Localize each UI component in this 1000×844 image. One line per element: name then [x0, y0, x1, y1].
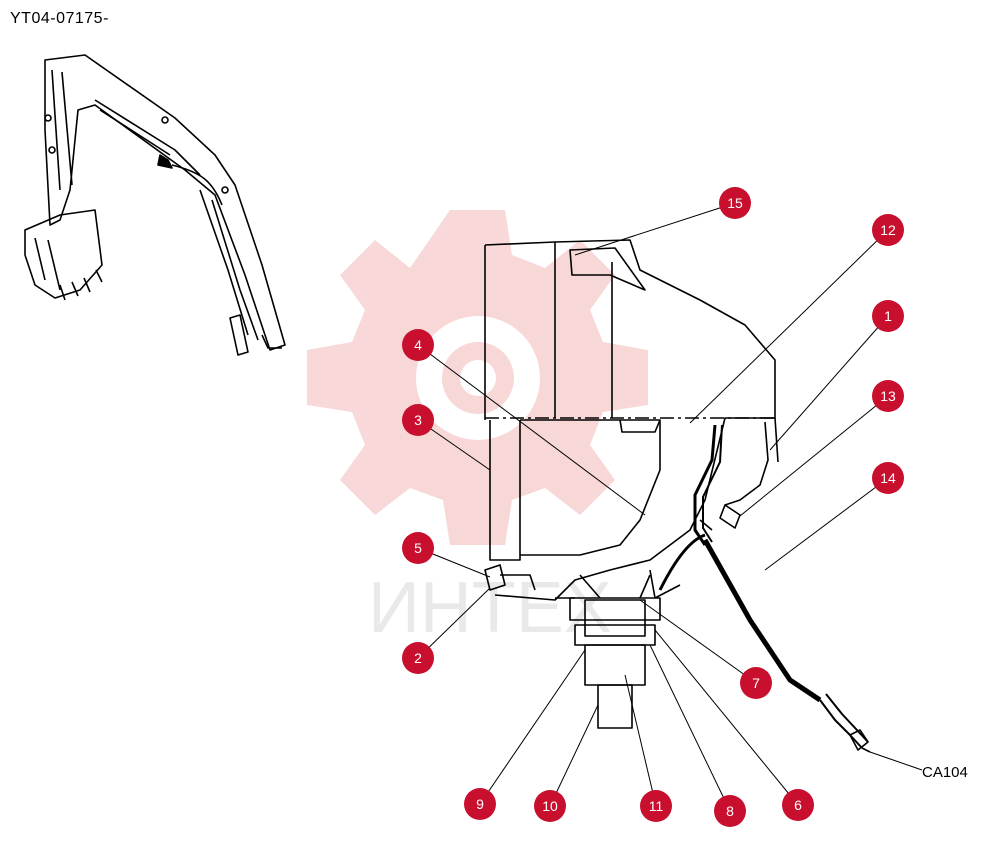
callout-4: 4: [402, 329, 434, 361]
callout-12: 12: [872, 214, 904, 246]
page-identifier: YT04-07175-: [10, 10, 109, 27]
svg-text:11: 11: [649, 798, 664, 814]
watermark-brand-text: ИНТЕХ: [368, 568, 612, 648]
callout-2: 2: [402, 642, 434, 674]
svg-text:2: 2: [414, 650, 422, 666]
callout-5: 5: [402, 532, 434, 564]
callout-8: 8: [714, 795, 746, 827]
callout-13: 13: [872, 380, 904, 412]
svg-text:15: 15: [727, 195, 743, 211]
callout-leaders: [417, 202, 923, 812]
svg-text:6: 6: [794, 797, 802, 813]
watermark: ИНТЕХ: [307, 210, 648, 648]
hydraulic-line-assembly: [484, 239, 871, 753]
excavator-overview-icon: [24, 54, 286, 356]
cross-reference-label: CA104: [922, 764, 968, 781]
callout-11: 11: [640, 790, 672, 822]
callout-15: 15: [719, 187, 751, 219]
svg-text:14: 14: [880, 470, 896, 486]
svg-text:9: 9: [476, 796, 484, 812]
svg-text:13: 13: [880, 388, 896, 404]
svg-text:7: 7: [752, 675, 760, 691]
svg-text:3: 3: [414, 412, 422, 428]
callout-10: 10: [534, 790, 566, 822]
callout-7: 7: [740, 667, 772, 699]
callout-3: 3: [402, 404, 434, 436]
svg-text:4: 4: [414, 337, 422, 353]
callouts: 15 12 1 4 13 3 14 5 2 7 9 10 11 8 6: [402, 187, 904, 827]
watermark-gear-logo: [307, 210, 648, 545]
svg-text:8: 8: [726, 803, 734, 819]
callout-9: 9: [464, 788, 496, 820]
svg-text:1: 1: [884, 308, 892, 324]
svg-text:10: 10: [542, 798, 558, 814]
svg-text:12: 12: [880, 222, 896, 238]
callout-6: 6: [782, 789, 814, 821]
callout-1: 1: [872, 300, 904, 332]
callout-14: 14: [872, 462, 904, 494]
svg-text:5: 5: [414, 540, 422, 556]
